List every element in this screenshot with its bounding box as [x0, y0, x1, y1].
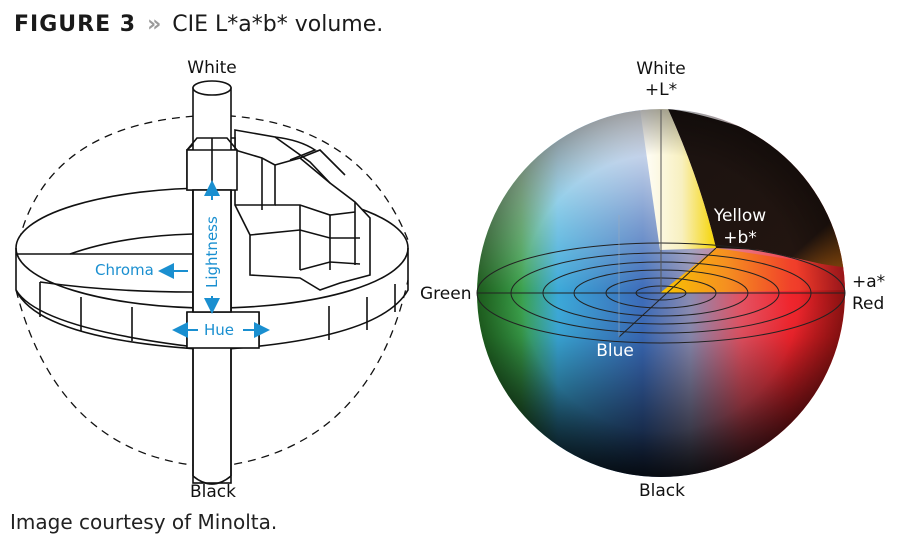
label-black-left: Black: [190, 482, 236, 502]
annotation-arrows: [158, 180, 270, 338]
lab-axes-grid: [476, 110, 846, 344]
label-plus-l: +L*: [644, 80, 678, 100]
label-green: Green: [420, 284, 472, 304]
label-white-right: White: [636, 59, 686, 79]
figure-title: FIGURE 3 » CIE L*a*b* volume.: [14, 10, 383, 40]
label-white-left: White: [187, 58, 237, 78]
figure-description: CIE L*a*b* volume.: [172, 12, 384, 37]
label-plus-a: +a*: [852, 272, 886, 292]
label-yellow: Yellow: [713, 206, 767, 226]
label-red: Red: [852, 294, 885, 314]
label-hue: Hue: [204, 321, 235, 339]
label-plus-b: +b*: [723, 228, 757, 248]
figure-number: FIGURE 3: [14, 12, 137, 37]
label-chroma: Chroma: [95, 261, 154, 279]
label-blue: Blue: [596, 341, 634, 361]
label-black-right: Black: [639, 481, 685, 501]
image-credit: Image courtesy of Minolta.: [10, 510, 278, 534]
solid-outline: [15, 80, 409, 485]
chevron-separator-icon: »: [147, 12, 162, 37]
label-lightness: Lightness: [203, 216, 221, 288]
